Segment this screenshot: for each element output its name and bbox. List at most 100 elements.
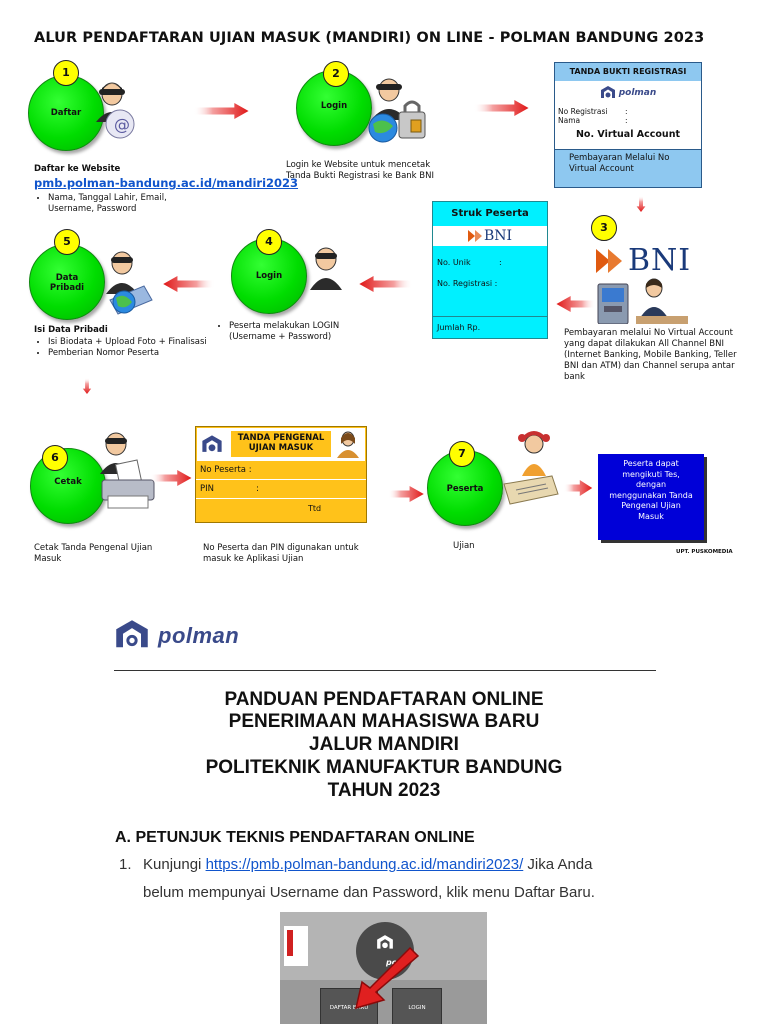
step-3-number: 3 <box>591 215 617 241</box>
polman-logo-icon <box>116 620 148 648</box>
exam-id-card: TANDA PENGENAL UJIAN MASUK No Peserta : … <box>195 426 367 523</box>
item-1-prefix: Kunjungi <box>143 856 206 873</box>
user-printer-icon <box>100 432 155 509</box>
polman-logo-text: polman <box>158 623 240 648</box>
item-1-line-2: belum mempunyai Username dan Password, k… <box>143 884 595 901</box>
step-5-circle: Data Pribadi <box>29 244 105 320</box>
step-4-number: 4 <box>256 229 282 255</box>
step-4-bullet: Peserta melakukan LOGIN (Username + Pass… <box>229 321 379 343</box>
step-6-number: 6 <box>42 445 68 471</box>
doc-title-line-4: POLITEKNIK MANUFAKTUR BANDUNG <box>205 757 563 778</box>
field-divider <box>196 498 366 499</box>
arrow-1-2 <box>193 103 249 119</box>
step-1-link[interactable]: pmb.polman-bandung.ac.id/mandiri2023 <box>34 176 299 190</box>
bni-brand-icon <box>596 248 622 273</box>
struk-bni-logo: BNI <box>433 226 547 246</box>
arrow-7-final <box>563 480 593 496</box>
step-1-label: Daftar <box>50 108 82 118</box>
doc-title-line-1: PANDUAN PENDAFTARAN ONLINE <box>224 689 544 710</box>
website-screenshot: polm DAFTAR BARU LOGIN <box>280 912 487 1024</box>
exam-id-header: TANDA PENGENAL UJIAN MASUK <box>231 431 331 457</box>
registration-receipt: TANDA BUKTI REGISTRASI polman No Registr… <box>554 62 702 188</box>
doc-title-line-3: JALUR MANDIRI <box>309 734 459 755</box>
step-6-label: Cetak <box>54 477 82 487</box>
struk-peserta: Struk Peserta BNI No. Unik : No. Registr… <box>432 201 548 339</box>
exam-id-header-area: TANDA PENGENAL UJIAN MASUK <box>197 428 365 461</box>
step-1-number: 1 <box>53 60 79 86</box>
red-pointer-arrow-icon <box>354 946 420 1010</box>
step-6-caption-prefix: Cetak <box>34 543 62 553</box>
step-1-bullet: Nama, Tanggal Lahir, Email, Username, Pa… <box>48 193 198 215</box>
login-label: LOGIN <box>408 1005 426 1011</box>
arrow-card-7 <box>388 486 424 502</box>
step-7-number: 7 <box>449 441 475 467</box>
student-writing-icon <box>503 431 559 505</box>
bni-brand-text: BNI <box>628 243 692 278</box>
registration-receipt-header: TANDA BUKTI REGISTRASI <box>569 67 687 76</box>
atm-teller-icon <box>597 278 688 324</box>
arrow-2-3 <box>473 100 529 116</box>
step-5-bullet: Pemberian Nomor Peserta <box>48 348 248 359</box>
step-5-label: Data Pribadi <box>49 273 85 293</box>
registration-fields: No Registrasi : Nama : No. Virtual Accou… <box>555 105 701 150</box>
step-2-number: 2 <box>323 61 349 87</box>
struk-no-registrasi: No. Registrasi : <box>437 279 498 288</box>
svg-text:@: @ <box>114 115 130 134</box>
screenshot-login-button[interactable]: LOGIN <box>392 988 442 1024</box>
polman-logo-icon <box>202 435 222 452</box>
user-login-icon <box>368 78 426 143</box>
final-info-box: Peserta dapat mengikuti Tes, dengan meng… <box>598 454 704 540</box>
step-2-caption: Login ke Website untuk mencetak Tanda Bu… <box>286 160 434 181</box>
step-1-circle: Daftar <box>28 75 104 151</box>
screenshot-badge <box>284 926 308 966</box>
nama-label: Nama <box>558 116 581 125</box>
step-1-caption: Daftar ke Website <box>34 164 121 174</box>
arrow-down-3 <box>636 196 646 212</box>
step-2-label: Login <box>320 101 348 111</box>
exam-id-caption: No Peserta dan PIN digunakan untuk masuk… <box>203 543 359 564</box>
step-4-bullets: Peserta melakukan LOGIN (Username + Pass… <box>215 321 379 343</box>
item-1-number: 1. <box>119 856 132 873</box>
arrow-5-6 <box>82 378 92 394</box>
bni-logo-icon <box>467 230 482 242</box>
user-email-icon: @ <box>96 82 135 139</box>
struk-divider <box>433 316 547 317</box>
step-5-caption: Isi Data Pribadi <box>34 325 108 335</box>
section-heading: A. PETUNJUK TEKNIS PENDAFTARAN ONLINE <box>115 829 475 846</box>
step-7-caption: Ujian <box>453 541 475 551</box>
step-5-bullets: Isi Biodata + Upload Foto + Finalisasi P… <box>34 337 248 359</box>
field-divider <box>196 479 366 480</box>
woman-avatar-icon <box>337 431 359 458</box>
bni-brand: BNI <box>596 243 691 278</box>
no-registrasi-label: No Registrasi <box>558 107 608 116</box>
user-globe-icon <box>106 251 153 315</box>
step-1-bullets: Nama, Tanggal Lahir, Email, Username, Pa… <box>34 193 198 215</box>
registration-logo-text: polman <box>618 88 657 98</box>
virtual-account-label: No. Virtual Account <box>575 129 680 140</box>
nama-colon: : <box>625 116 628 125</box>
polman-logo-icon <box>600 86 615 98</box>
step-6-caption-rest: Tanda Pengenal Ujian Masuk <box>34 543 153 564</box>
no-registrasi-colon: : <box>625 107 628 116</box>
step-5-number: 5 <box>54 229 80 255</box>
struk-no-unik: No. Unik <box>437 258 471 267</box>
doc-title-line-5: TAHUN 2023 <box>327 780 441 801</box>
registration-footer: Pembayaran Melalui No Virtual Account <box>569 153 670 174</box>
upt-label: UPT. PUSKOMEDIA <box>676 549 733 555</box>
arrow-struk-left <box>556 296 596 312</box>
pin-colon: : <box>256 484 259 494</box>
struk-jumlah: Jumlah Rp. <box>437 323 481 332</box>
step-4-label: Login <box>255 271 283 281</box>
polman-logo-icon <box>377 935 393 949</box>
polman-header-logo: polman <box>114 618 239 654</box>
registration-logo-area: polman <box>555 81 701 105</box>
step-7-label: Peserta <box>446 484 484 494</box>
arrow-3-4 <box>359 276 413 292</box>
step-6-caption: Cetak Tanda Pengenal Ujian Masuk <box>34 543 154 565</box>
user-icon <box>310 247 342 290</box>
arrow-4-5 <box>163 276 215 292</box>
ttd-label: Ttd <box>308 504 322 513</box>
step-5-bullet: Isi Biodata + Upload Foto + Finalisasi <box>48 337 248 348</box>
item-1-line-1: Kunjungi https://pmb.polman-bandung.ac.i… <box>143 856 592 873</box>
item-1-link[interactable]: https://pmb.polman-bandung.ac.id/mandiri… <box>205 856 524 873</box>
